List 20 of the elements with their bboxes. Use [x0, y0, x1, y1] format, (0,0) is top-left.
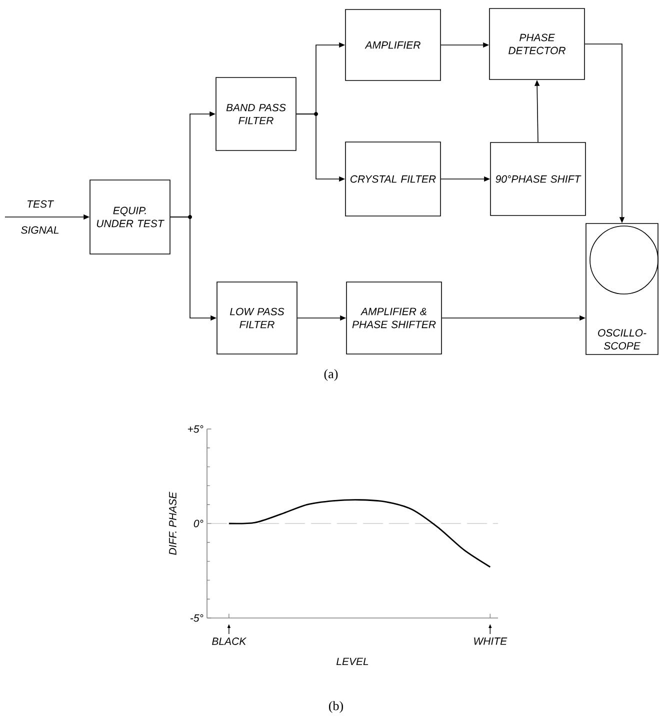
y-tick-label: 0° — [194, 520, 204, 528]
block-box: CRYSTAL FILTER — [345, 142, 441, 216]
line-series — [228, 499, 491, 568]
block-box: LOW PASS FILTER — [216, 282, 298, 354]
x-tick-label: BLACK — [212, 638, 247, 645]
block-box: AMPLIFIER & PHASE SHIFTER — [346, 282, 442, 354]
block-box: BAND PASS FILTER — [216, 77, 296, 151]
figure-caption: (a) — [324, 369, 338, 381]
block-box: AMPLIFIER — [345, 9, 441, 81]
x-axis-title: LEVEL — [336, 658, 368, 666]
block-box: PHASE DETECTOR — [489, 8, 585, 80]
figure-caption: (b) — [328, 701, 343, 713]
y-tick-label: +5° — [188, 425, 204, 433]
block-box: EQUIP. UNDER TEST — [90, 180, 170, 254]
y-tick-label: -5° — [190, 614, 204, 622]
y-axis-title: DIFF. PHASE — [169, 492, 176, 555]
oscilloscope-box: OSCILLO- SCOPE — [586, 223, 658, 355]
block-box: 90°PHASE SHIFT — [490, 142, 586, 216]
edge-label: TEST SIGNAL — [21, 200, 59, 234]
x-tick-label: WHITE — [474, 638, 508, 645]
